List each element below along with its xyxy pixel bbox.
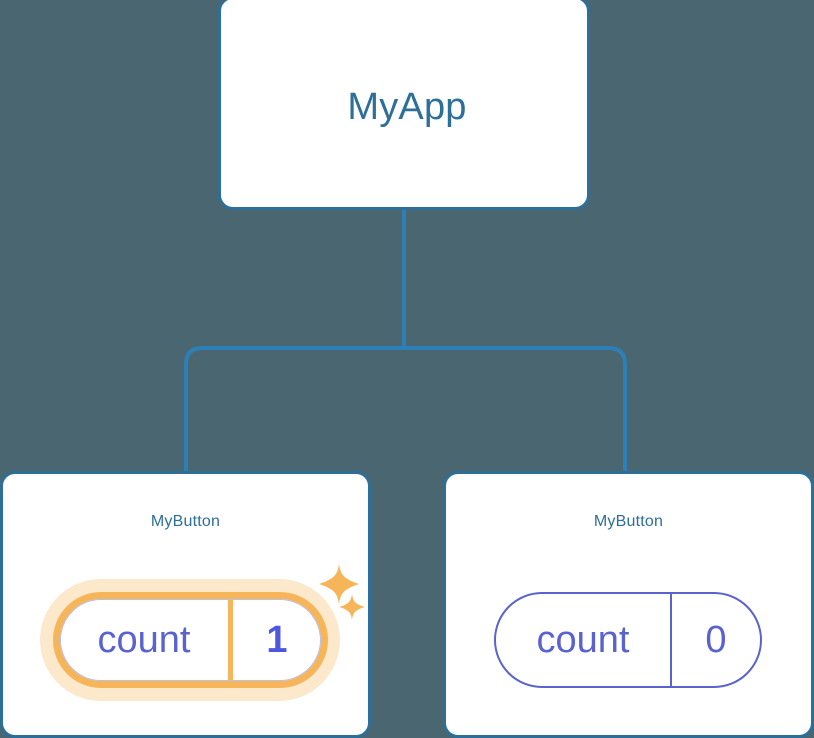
node-card-root[interactable] bbox=[218, 0, 590, 210]
state-pill-idle[interactable]: count 0 bbox=[494, 592, 762, 688]
state-pill-key-label: count bbox=[60, 599, 233, 681]
sparkle-small-icon bbox=[339, 594, 365, 620]
sparkle-large-icon bbox=[319, 564, 359, 604]
state-pill-value: 1 bbox=[266, 618, 288, 661]
state-pill-key-label-2: count bbox=[496, 594, 672, 686]
connector-branches bbox=[184, 346, 627, 471]
state-pill-highlighted[interactable]: count 1 bbox=[53, 592, 328, 688]
state-pill-value-2: 0 bbox=[705, 618, 727, 661]
